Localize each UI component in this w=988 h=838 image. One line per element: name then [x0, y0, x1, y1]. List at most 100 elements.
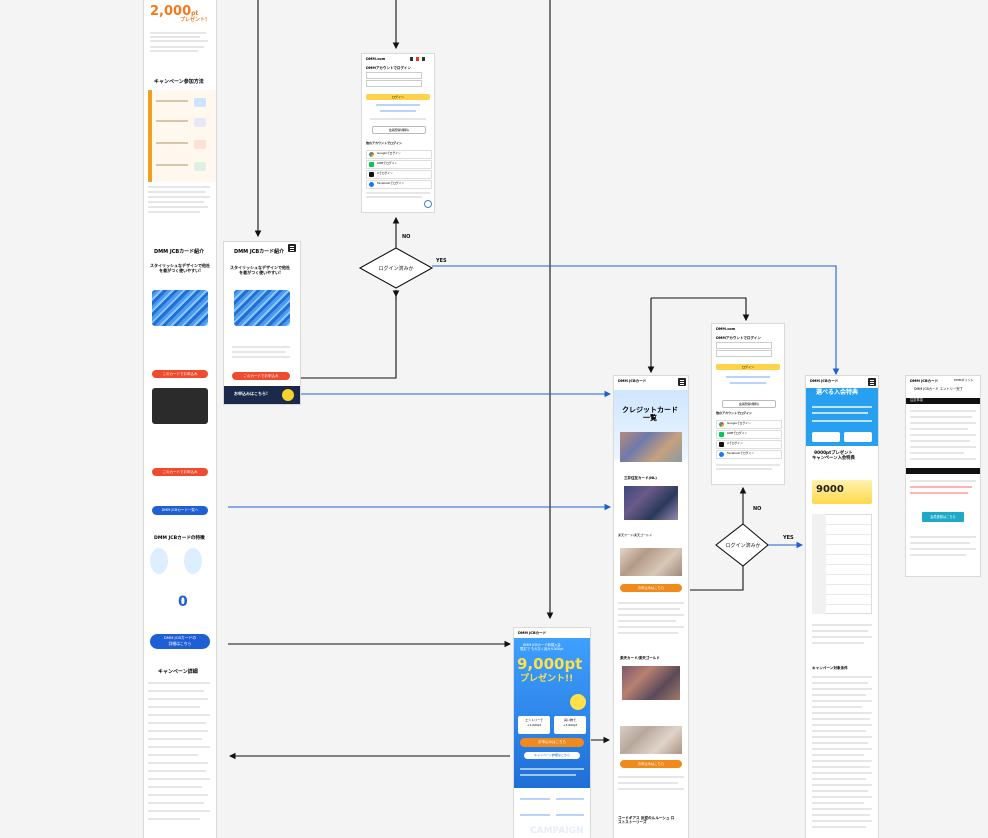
- menu-icon[interactable]: [678, 378, 686, 386]
- login1-login-button[interactable]: ログイン: [366, 94, 430, 100]
- card-screen-cta-banner[interactable]: お申込みはこちら!: [224, 386, 300, 404]
- login1-header-icons: [410, 57, 430, 61]
- campaign-hero: [514, 638, 590, 788]
- entry-complete-screen: DMM JCBカード DMMポイント DMM JCBカード エントリー完了 注意…: [906, 376, 980, 576]
- login2-facebook-label: Facebookでログイン: [727, 451, 755, 455]
- login1-password-input[interactable]: [366, 80, 422, 87]
- campaign-badge-icon: [570, 694, 586, 710]
- login1-email-input[interactable]: [366, 72, 422, 79]
- decision-2-no: NO: [753, 506, 761, 512]
- menu-icon[interactable]: [288, 244, 296, 252]
- login1-google-label: Googleでログイン: [377, 151, 401, 155]
- x-icon: [369, 172, 374, 177]
- campaign-detail-button[interactable]: キャンペーン詳細はこちら: [524, 752, 580, 759]
- benefits-option-2[interactable]: [844, 432, 872, 442]
- benefits-option-1[interactable]: [812, 432, 840, 442]
- campaign-big-amount: 9,000pt: [517, 655, 583, 673]
- lp-step-3-icon: [194, 140, 206, 149]
- campaign-screen: DMM JCBカード DMM JCBカード新規入会 限定で もれなく最大9,00…: [514, 628, 590, 838]
- cta-coin-icon: [282, 389, 294, 401]
- list-apply-button-1[interactable]: お申込みはこちら: [620, 584, 682, 592]
- benefits-table-col: [812, 514, 826, 614]
- login1-google-button[interactable]: Googleでログイン: [366, 150, 432, 159]
- lp-blue-card-image: [152, 290, 208, 326]
- decision-1-no: NO: [402, 234, 410, 240]
- decision-2-yes: YES: [782, 535, 794, 541]
- benefits-screen: DMM JCBカード 選べる入会特典 9000ptプレゼント キャンペーン入会特…: [806, 376, 878, 838]
- list-card2-title: 楽天カード/楽天ゴールド: [620, 656, 660, 660]
- list-card-image-blurred-5: [620, 726, 682, 754]
- lp-campaign-detail: キャンペーン詳細: [158, 669, 198, 675]
- lp-present: プレゼント!: [180, 17, 208, 23]
- final-cta-button[interactable]: 会員登録はこちら: [922, 512, 964, 522]
- login1-facebook-button[interactable]: Facebookでログイン: [366, 180, 432, 189]
- lp-feature-icon-2: [184, 548, 202, 574]
- list-card-image-blurred-4: [622, 666, 680, 700]
- lp-black-card-image: [152, 388, 208, 424]
- list-card-image-blurred-1: [620, 432, 682, 462]
- lp-card-list-button[interactable]: DMM JCBカード一覧へ: [152, 506, 208, 515]
- login2-line-button[interactable]: LINEでログイン: [716, 430, 782, 439]
- login1-x-button[interactable]: Xでログイン: [366, 170, 432, 179]
- list-card-image-blurred-2: [624, 486, 678, 520]
- decision-2-label: ログイン済みか: [725, 542, 760, 549]
- decision-diamond-2: [715, 523, 769, 567]
- list-brand: DMM JCBカード: [618, 379, 647, 383]
- login2-brand: DMM.com: [716, 327, 736, 331]
- lp-step-4-icon: [194, 162, 206, 171]
- login2-facebook-button[interactable]: Facebookでログイン: [716, 450, 782, 459]
- campaign-apply-button[interactable]: お申込みはこちら: [520, 738, 584, 747]
- login2-google-button[interactable]: Googleでログイン: [716, 420, 782, 429]
- lp-step-1-icon: [194, 98, 206, 107]
- login2-social-title: 他のアカウントでログイン: [716, 411, 753, 415]
- final-brand: DMM JCBカード: [910, 379, 939, 383]
- login-screen-1: DMM.com DMMアカウントでログイン ログイン 会員登録(無料) 他のアカ…: [362, 54, 434, 212]
- list-apply-button-2[interactable]: お申込みはこちら: [620, 760, 682, 768]
- lp-step-2-icon: [194, 118, 206, 127]
- lp-card-catch: スタイリッシュなデザインで他社 を差がつく使いやすい!: [150, 263, 210, 273]
- decision-1-label: ログイン済みか: [378, 265, 413, 272]
- google-icon: [719, 422, 724, 427]
- list-title: クレジットカード 一覧: [622, 406, 678, 423]
- benefits-sub: 9000ptプレゼント キャンペーン入会特典: [812, 451, 855, 461]
- login1-title: DMMアカウントでログイン: [366, 66, 411, 70]
- login1-brand: DMM.com: [366, 57, 386, 61]
- final-note-bar: [906, 398, 980, 404]
- login1-line-button[interactable]: LINEでログイン: [366, 160, 432, 169]
- recaptcha-icon: [424, 200, 432, 208]
- card-screen-title: DMM JCBカード紹介: [234, 249, 285, 255]
- line-icon: [719, 432, 724, 437]
- card-list-screen: DMM JCBカード クレジットカード 一覧 三井住友カード(NL) 楽天カード…: [614, 376, 688, 838]
- lp-card-intro: DMM JCBカード紹介: [154, 249, 205, 255]
- lp-apply-button-1[interactable]: このカードでお申込み: [152, 370, 208, 378]
- campaign-watermark: CAMPAIGN: [530, 826, 584, 836]
- login2-signup-button[interactable]: 会員登録(無料): [722, 400, 776, 408]
- list-card1-name: 三井住友カード(NL): [624, 476, 657, 480]
- login2-login-button[interactable]: ログイン: [716, 364, 780, 370]
- lp-feature-icon-1: [150, 548, 168, 574]
- lp-amount: 2,000pt: [150, 4, 199, 19]
- login2-email-input[interactable]: [716, 342, 772, 349]
- campaign-entry-box: エントリーで +1,000pt: [518, 716, 550, 734]
- campaign-use-box: 買い物で +3,000pt: [554, 716, 586, 734]
- campaign-brand: DMM JCBカード: [518, 631, 547, 635]
- lp-details-button[interactable]: DMM JCBカードの 詳細はこちら: [150, 634, 210, 649]
- google-icon: [369, 152, 374, 157]
- final-headline: DMM JCBカード エントリー完了: [914, 387, 963, 391]
- card-screen-apply-button[interactable]: このカードでお申込み: [232, 372, 290, 380]
- x-icon: [719, 442, 724, 447]
- list-card-image-blurred-3: [620, 548, 682, 576]
- campaign-headline: DMM JCBカード新規入会 限定で もれなく最大9,000pt: [520, 643, 564, 651]
- card-intro-screen: DMM JCBカード紹介 スタイリッシュなデザインで他社 を差がつく使いやすい!…: [224, 242, 300, 404]
- menu-icon[interactable]: [868, 378, 876, 386]
- benefits-title: 選べる入会特典: [816, 389, 859, 396]
- campaign-present: プレゼント!!: [520, 674, 574, 684]
- card-screen-cta-label: お申込みはこちら!: [234, 391, 268, 396]
- login2-x-button[interactable]: Xでログイン: [716, 440, 782, 449]
- benefits-brand: DMM JCBカード: [810, 379, 839, 383]
- lp-apply-button-2[interactable]: このカードでお申込み: [152, 468, 208, 476]
- login1-signup-button[interactable]: 会員登録(無料): [372, 126, 426, 134]
- facebook-icon: [369, 182, 374, 187]
- login2-password-input[interactable]: [716, 350, 772, 357]
